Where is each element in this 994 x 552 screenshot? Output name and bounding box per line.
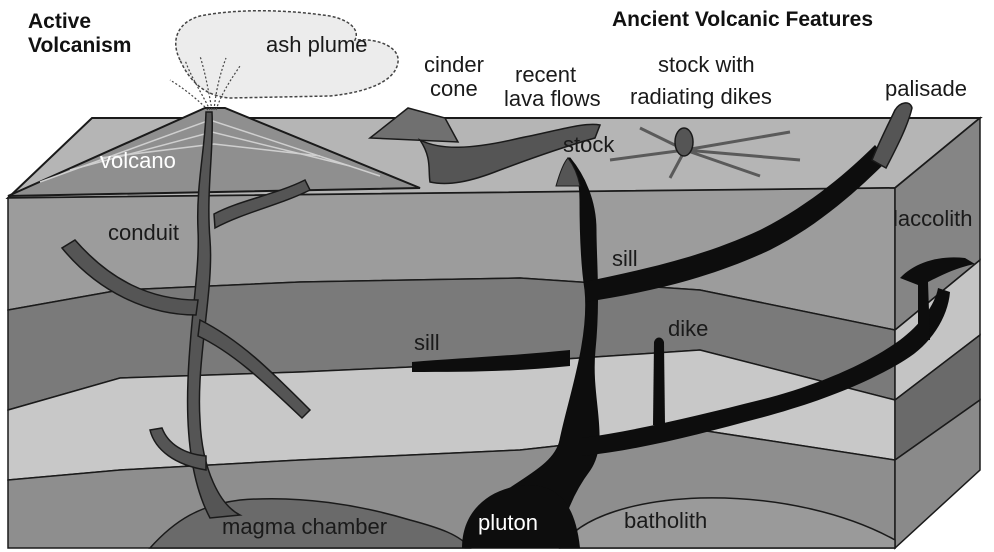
heading-active-line2: Volcanism: [28, 34, 131, 57]
label-ash-plume: ash plume: [266, 32, 368, 57]
label-laccolith: laccolith: [893, 206, 972, 231]
label-stock-dikes-line2: radiating dikes: [630, 84, 772, 109]
label-cinder-line2: cone: [430, 76, 478, 101]
label-volcano: volcano: [100, 148, 176, 173]
heading-ancient: Ancient Volcanic Features: [612, 8, 873, 31]
label-cinder-line1: cinder: [424, 52, 484, 77]
label-dike: dike: [668, 316, 708, 341]
label-sill-upper: sill: [612, 246, 638, 271]
label-pluton: pluton: [478, 510, 538, 535]
label-batholith: batholith: [624, 508, 707, 533]
label-palisade: palisade: [885, 76, 967, 101]
label-conduit: conduit: [108, 220, 179, 245]
label-stock: stock: [563, 132, 615, 157]
label-magma-chamber: magma chamber: [222, 514, 387, 539]
dike: [653, 338, 665, 426]
heading-active-line1: Active: [28, 10, 91, 33]
label-sill-lower: sill: [414, 330, 440, 355]
label-recent-line1: recent: [515, 62, 576, 87]
label-stock-dikes-line1: stock with: [658, 52, 755, 77]
surface-stock: [675, 128, 693, 156]
label-recent-line2: lava flows: [504, 86, 601, 111]
